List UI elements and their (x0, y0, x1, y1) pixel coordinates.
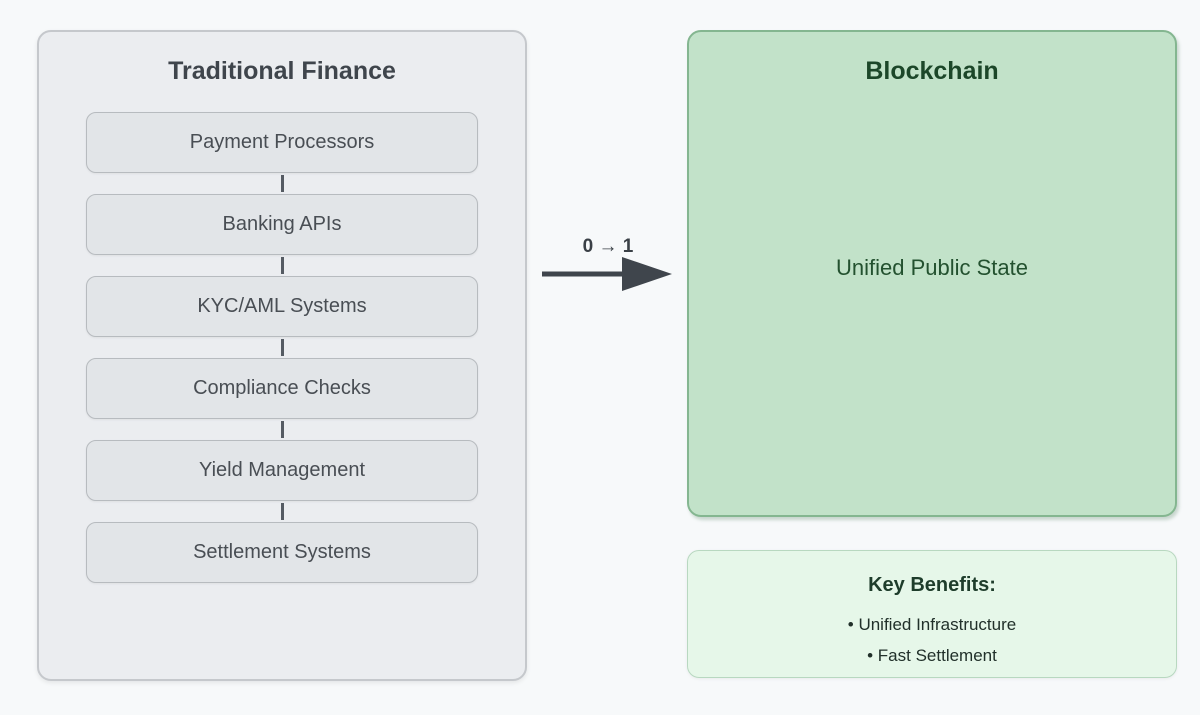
blockchain-title: Blockchain (865, 57, 999, 85)
box-connector-line (280, 175, 284, 192)
tf-box-label: Banking APIs (222, 213, 342, 235)
tf-box-label: Compliance Checks (193, 377, 371, 399)
tf-box-payment-processors: Payment Processors (86, 112, 478, 173)
tf-box-label: Payment Processors (189, 131, 375, 153)
box-connector-line (280, 257, 284, 274)
traditional-finance-panel: Traditional Finance Payment Processors B… (37, 30, 527, 681)
tf-box-compliance-checks: Compliance Checks (86, 358, 478, 419)
key-benefit-item: • Fast Settlement (867, 646, 997, 665)
tf-box-yield-management: Yield Management (86, 440, 478, 501)
key-benefit-item: • Unified Infrastructure (847, 615, 1017, 634)
arrow-label: 0 → 1 (582, 236, 634, 257)
box-connector-line (280, 503, 284, 520)
key-benefits-panel: Key Benefits: • Unified Infrastructure •… (687, 550, 1177, 678)
tf-box-label: Settlement Systems (193, 541, 371, 563)
tf-box-kyc-aml-systems: KYC/AML Systems (86, 276, 478, 337)
tf-box-settlement-systems: Settlement Systems (86, 522, 478, 583)
right-arrow-icon (542, 257, 672, 291)
tf-box-label: KYC/AML Systems (197, 295, 367, 317)
blockchain-content: Unified Public State (836, 255, 1028, 280)
blockchain-panel: Blockchain Unified Public State (687, 30, 1177, 517)
key-benefits-title: Key Benefits: (868, 574, 996, 596)
box-connector-line (280, 421, 284, 438)
tf-box-banking-apis: Banking APIs (86, 194, 478, 255)
box-connector-line (280, 339, 284, 356)
tf-box-label: Yield Management (198, 459, 366, 481)
traditional-finance-title: Traditional Finance (168, 57, 396, 85)
